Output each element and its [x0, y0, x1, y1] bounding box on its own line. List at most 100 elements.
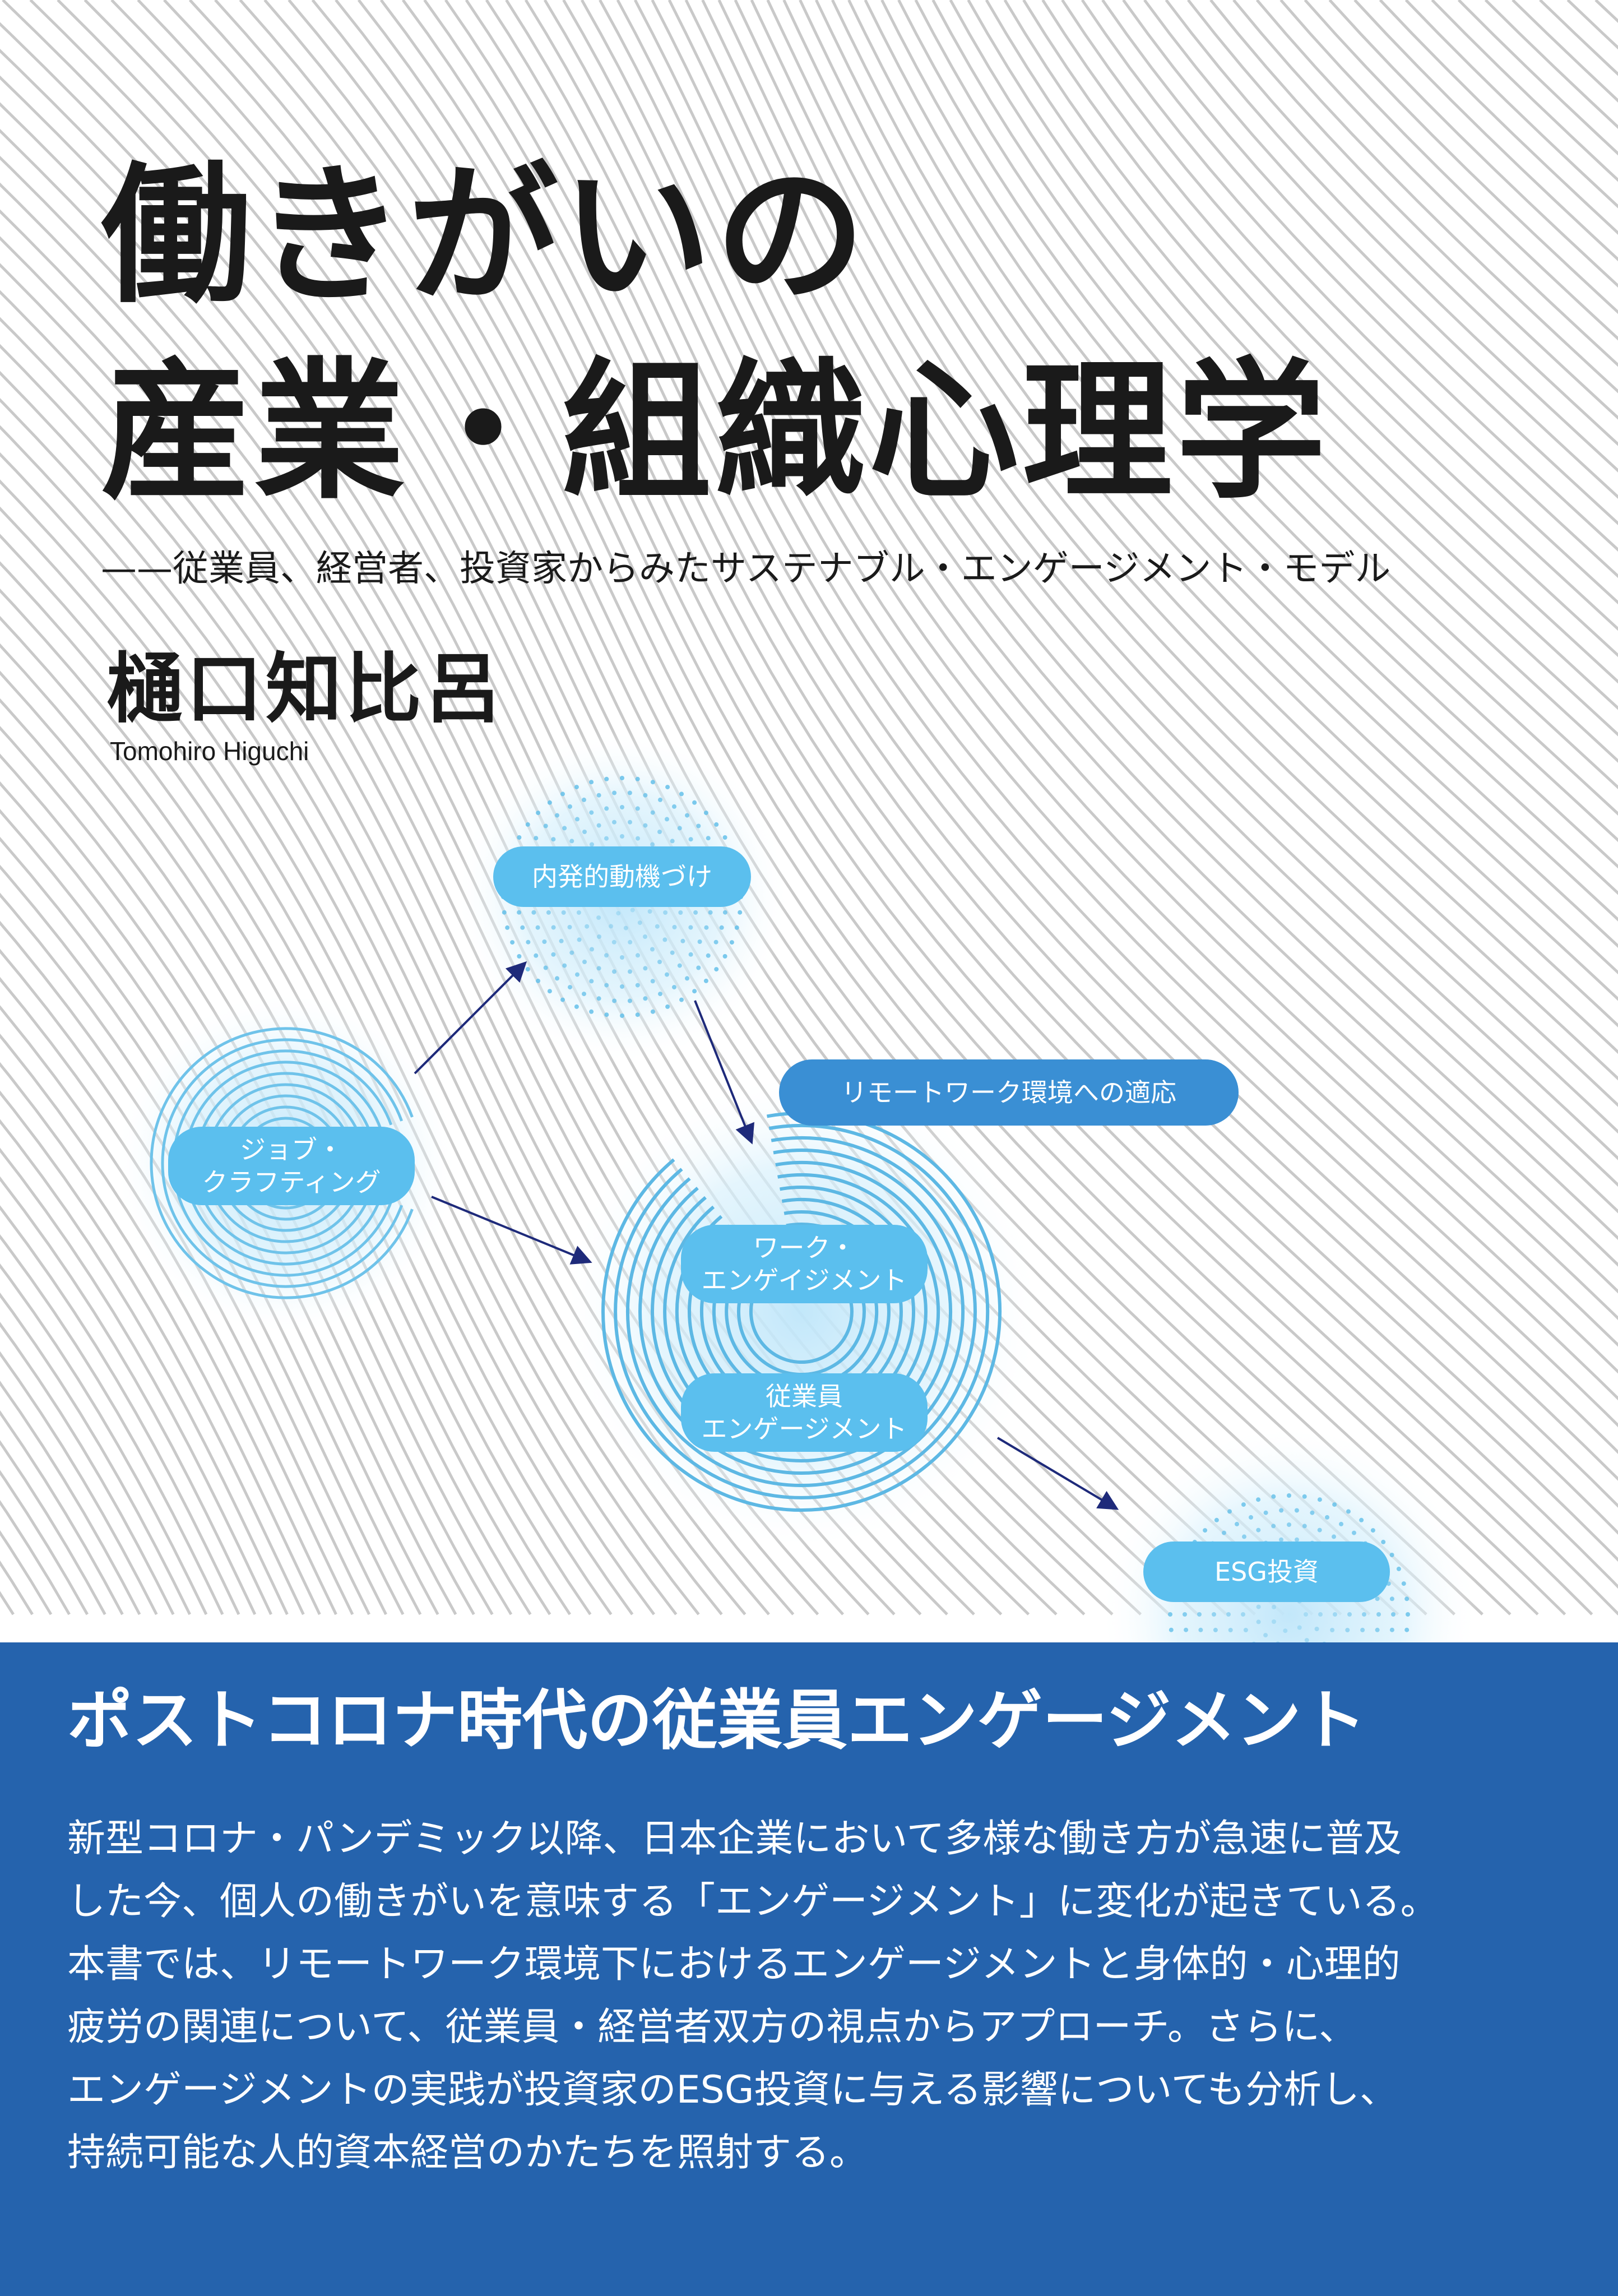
decor-dot — [620, 834, 624, 839]
decor-dot — [636, 953, 640, 958]
node-employee-engagement-label-1: 従業員 — [766, 1381, 843, 1411]
decor-dot — [1401, 1581, 1406, 1586]
decor-dot — [623, 925, 628, 931]
decor-dot — [525, 967, 530, 972]
decor-dot — [559, 938, 564, 943]
decor-dot — [672, 925, 677, 929]
decor-dot — [693, 910, 698, 915]
decor-dot — [582, 992, 586, 997]
background-wave-line — [0, 1033, 337, 1615]
decor-dot — [628, 820, 632, 825]
background-wave-line — [1022, 0, 1618, 658]
background-wave-line — [524, 0, 1618, 1428]
decor-dot — [555, 976, 559, 981]
background-wave-line — [831, 0, 1618, 948]
decor-dot — [729, 940, 734, 945]
background-wave-line — [1255, 0, 1618, 367]
decor-dot — [568, 804, 572, 809]
decor-dot — [692, 989, 697, 994]
decor-dot — [568, 985, 572, 990]
background-wave-line — [0, 1176, 257, 1615]
decor-dot — [562, 963, 567, 968]
background-wave-line — [599, 0, 1618, 1321]
decor-dot — [536, 978, 541, 983]
node-employee-engagement: 従業員 エンゲージメント — [681, 1373, 928, 1452]
decor-dot — [569, 950, 574, 955]
decor-dot — [643, 823, 648, 828]
decor-dot — [543, 823, 548, 828]
decor-dot — [577, 937, 582, 942]
decor-dot — [1360, 1627, 1365, 1632]
background-wave-line — [335, 0, 1566, 1615]
decor-dot — [655, 924, 660, 929]
decor-dot — [1198, 1627, 1203, 1632]
decor-dot — [1359, 1517, 1364, 1522]
decor-dot — [650, 979, 655, 984]
decor-dot — [551, 952, 556, 957]
background-wave-line — [0, 506, 700, 1615]
book-title-line-2: 産業・組織心理学 — [101, 343, 1329, 520]
background-wave-line — [0, 534, 678, 1615]
decor-dot — [1396, 1566, 1401, 1571]
background-wave-line — [1165, 0, 1618, 473]
background-wave-line — [0, 781, 494, 1615]
decor-dot — [635, 1012, 640, 1017]
decor-dot — [620, 1013, 624, 1018]
node-intrinsic-motivation-label: 内発的動機づけ — [532, 862, 712, 892]
decor-dot — [612, 820, 616, 825]
decor-dot — [643, 934, 647, 939]
decor-dot — [520, 925, 525, 930]
decor-dot — [1406, 1612, 1410, 1617]
decor-dot — [636, 836, 640, 841]
decor-dot — [1256, 1497, 1261, 1502]
background-wave-line — [0, 976, 370, 1615]
decor-dot — [589, 1009, 594, 1014]
decor-dot — [1339, 1521, 1343, 1526]
blurb-line: した今、個人の働きがいを意味する「エンゲージメント」に変化が起きている。 — [67, 1880, 1439, 1924]
background-wave-line — [0, 948, 387, 1615]
decor-dot — [650, 947, 655, 952]
halo-engagement — [560, 1071, 1042, 1553]
background-wave-line — [985, 0, 1618, 710]
decor-dot — [1203, 1528, 1208, 1533]
decor-dot — [1213, 1627, 1218, 1632]
background-wave-line — [0, 452, 747, 1615]
decor-dot — [596, 996, 601, 1001]
decor-dot — [604, 836, 609, 841]
blurb-headline: ポストコロナ時代の従業員エンゲージメント — [67, 1683, 1366, 1758]
decor-dot — [575, 972, 579, 977]
decor-dot — [534, 953, 539, 958]
decor-dot — [650, 1009, 655, 1014]
decor-dot — [575, 817, 579, 822]
decor-dot — [1325, 1515, 1329, 1520]
decor-dot — [627, 790, 632, 795]
background-wave-line — [0, 1322, 175, 1615]
decor-dot — [1256, 1604, 1261, 1609]
decor-dot — [1330, 1628, 1335, 1632]
decor-dot — [1287, 1522, 1291, 1527]
background-wave-line — [1101, 0, 1618, 552]
decor-dot — [567, 925, 572, 929]
decor-dot — [670, 839, 675, 844]
background-wave-line — [766, 0, 1618, 1054]
decor-dot — [635, 776, 640, 781]
decor-dot — [679, 791, 684, 797]
decor-dot — [596, 966, 601, 971]
diagram-arrows — [414, 961, 1119, 1510]
background-wave-line — [897, 0, 1618, 843]
decor-dot — [706, 953, 711, 958]
decor-dot — [609, 924, 614, 929]
decor-dot — [678, 910, 683, 915]
decor-dot — [628, 969, 632, 974]
background-wave-line — [734, 0, 1618, 1107]
node-esg-investment: ESG投資 — [1143, 1542, 1390, 1602]
background-wave-line — [1003, 0, 1618, 684]
background-wave-line — [0, 588, 634, 1615]
decor-dot — [1235, 1521, 1239, 1526]
decor-dot — [1314, 1627, 1319, 1631]
decor-dot — [1404, 1596, 1410, 1601]
decor-dot — [561, 910, 566, 915]
decor-dot — [1362, 1612, 1366, 1617]
decor-dot — [1389, 1553, 1394, 1557]
decor-dot — [536, 811, 541, 816]
